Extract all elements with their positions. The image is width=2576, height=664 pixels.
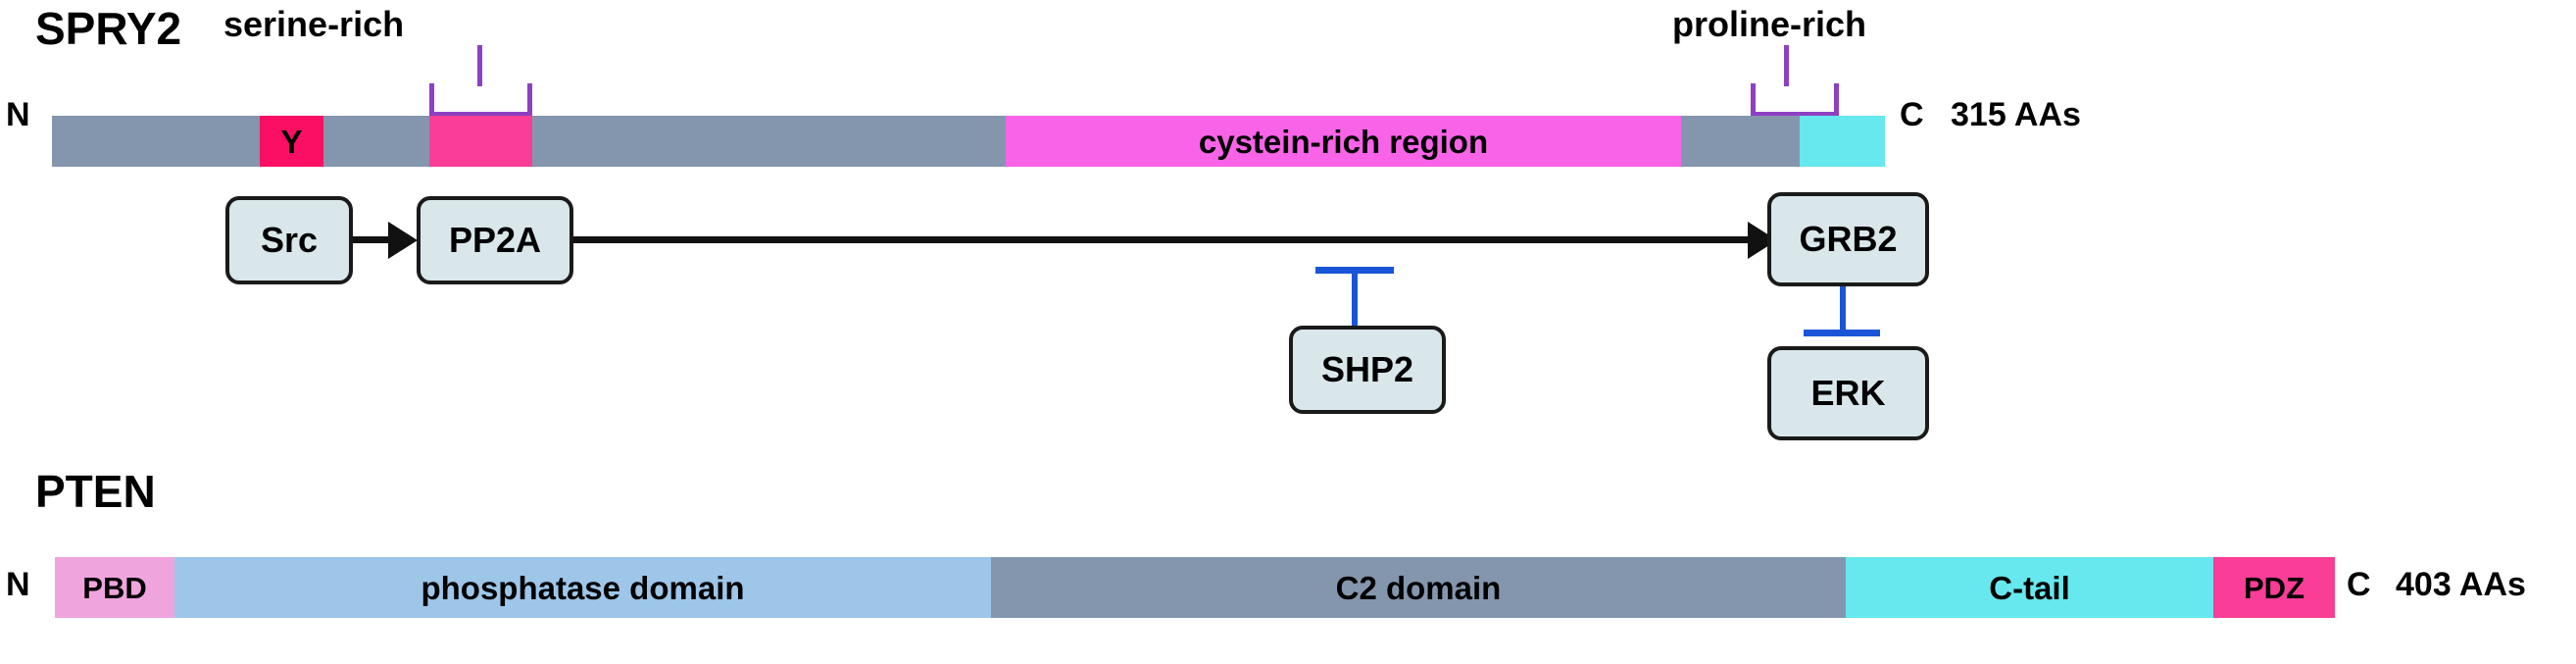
spry2-c-terminus: C: [1900, 96, 1924, 133]
grb2-inhibition-stem: [1840, 286, 1846, 333]
spry2-segment-serine-rich: [429, 116, 532, 167]
node-erk[interactable]: ERK: [1767, 346, 1929, 440]
grb2-inhibition-bar: [1804, 330, 1880, 336]
proline-rich-bracket-stem: [1784, 45, 1789, 86]
proline-rich-callout-label: proline-rich: [1672, 4, 1867, 44]
node-shp2-label: SHP2: [1320, 349, 1414, 389]
serine-rich-bracket-stem: [477, 45, 482, 86]
pten-segment-label-phosphatase: phosphatase domain: [421, 569, 745, 606]
pten-segment-pdz: PDZ: [2213, 557, 2335, 618]
src-to-pp2a-line: [353, 236, 394, 243]
spry2-title: SPRY2: [35, 3, 182, 54]
spry2-segment-tyrosine-site: Y: [260, 116, 323, 167]
shp2-inhibition-stem: [1352, 267, 1358, 328]
pten-segment-c-tail: C-tail: [1846, 557, 2213, 618]
pten-segment-phosphatase-domain: phosphatase domain: [174, 557, 991, 618]
serine-rich-callout-label: serine-rich: [223, 4, 405, 44]
pten-length-label: 403 AAs: [2396, 566, 2526, 603]
spry2-segment-linker-2: [323, 116, 429, 167]
pp2a-to-grb2-line: [573, 236, 1759, 243]
pten-n-terminus: N: [6, 566, 30, 603]
spry2-n-terminus: N: [6, 96, 30, 133]
pten-segment-label-c2: C2 domain: [1335, 569, 1502, 606]
spry2-segment-cystein-rich: cystein-rich region: [1006, 116, 1681, 167]
pten-domain-bar: PBD phosphatase domain C2 domain C-tail …: [55, 557, 2335, 618]
node-pp2a-label: PP2A: [448, 220, 542, 260]
spry2-segment-linker-3: [532, 116, 1006, 167]
pten-segment-label-pbd: PBD: [82, 570, 147, 605]
spry2-segment-proline-rich: [1800, 116, 1885, 167]
spry2-segment-label-cystein-rich: cystein-rich region: [1198, 123, 1489, 160]
pten-segment-label-c-tail: C-tail: [1989, 569, 2070, 606]
proline-rich-bracket: [1751, 83, 1839, 117]
spry2-length-label: 315 AAs: [1951, 96, 2081, 133]
node-erk-label: ERK: [1810, 373, 1886, 413]
pten-title: PTEN: [35, 466, 156, 517]
spry2-segment-n-linker: [52, 116, 260, 167]
pten-segment-label-pdz: PDZ: [2244, 570, 2304, 605]
pten-segment-pbd: PBD: [55, 557, 174, 618]
node-grb2-label: GRB2: [1799, 219, 1898, 259]
node-src[interactable]: Src: [225, 196, 353, 284]
serine-rich-bracket: [429, 83, 532, 117]
node-pp2a[interactable]: PP2A: [417, 196, 573, 284]
node-grb2[interactable]: GRB2: [1767, 192, 1929, 286]
pten-segment-c2-domain: C2 domain: [991, 557, 1846, 618]
spry2-segment-linker-4: [1681, 116, 1800, 167]
spry2-domain-bar: Y cystein-rich region: [52, 116, 1885, 167]
node-src-label: Src: [260, 220, 319, 260]
src-to-pp2a-arrowhead: [388, 222, 418, 259]
node-shp2[interactable]: SHP2: [1289, 326, 1446, 414]
spry2-segment-label-tyrosine: Y: [280, 123, 303, 160]
pten-c-terminus: C: [2347, 566, 2371, 603]
